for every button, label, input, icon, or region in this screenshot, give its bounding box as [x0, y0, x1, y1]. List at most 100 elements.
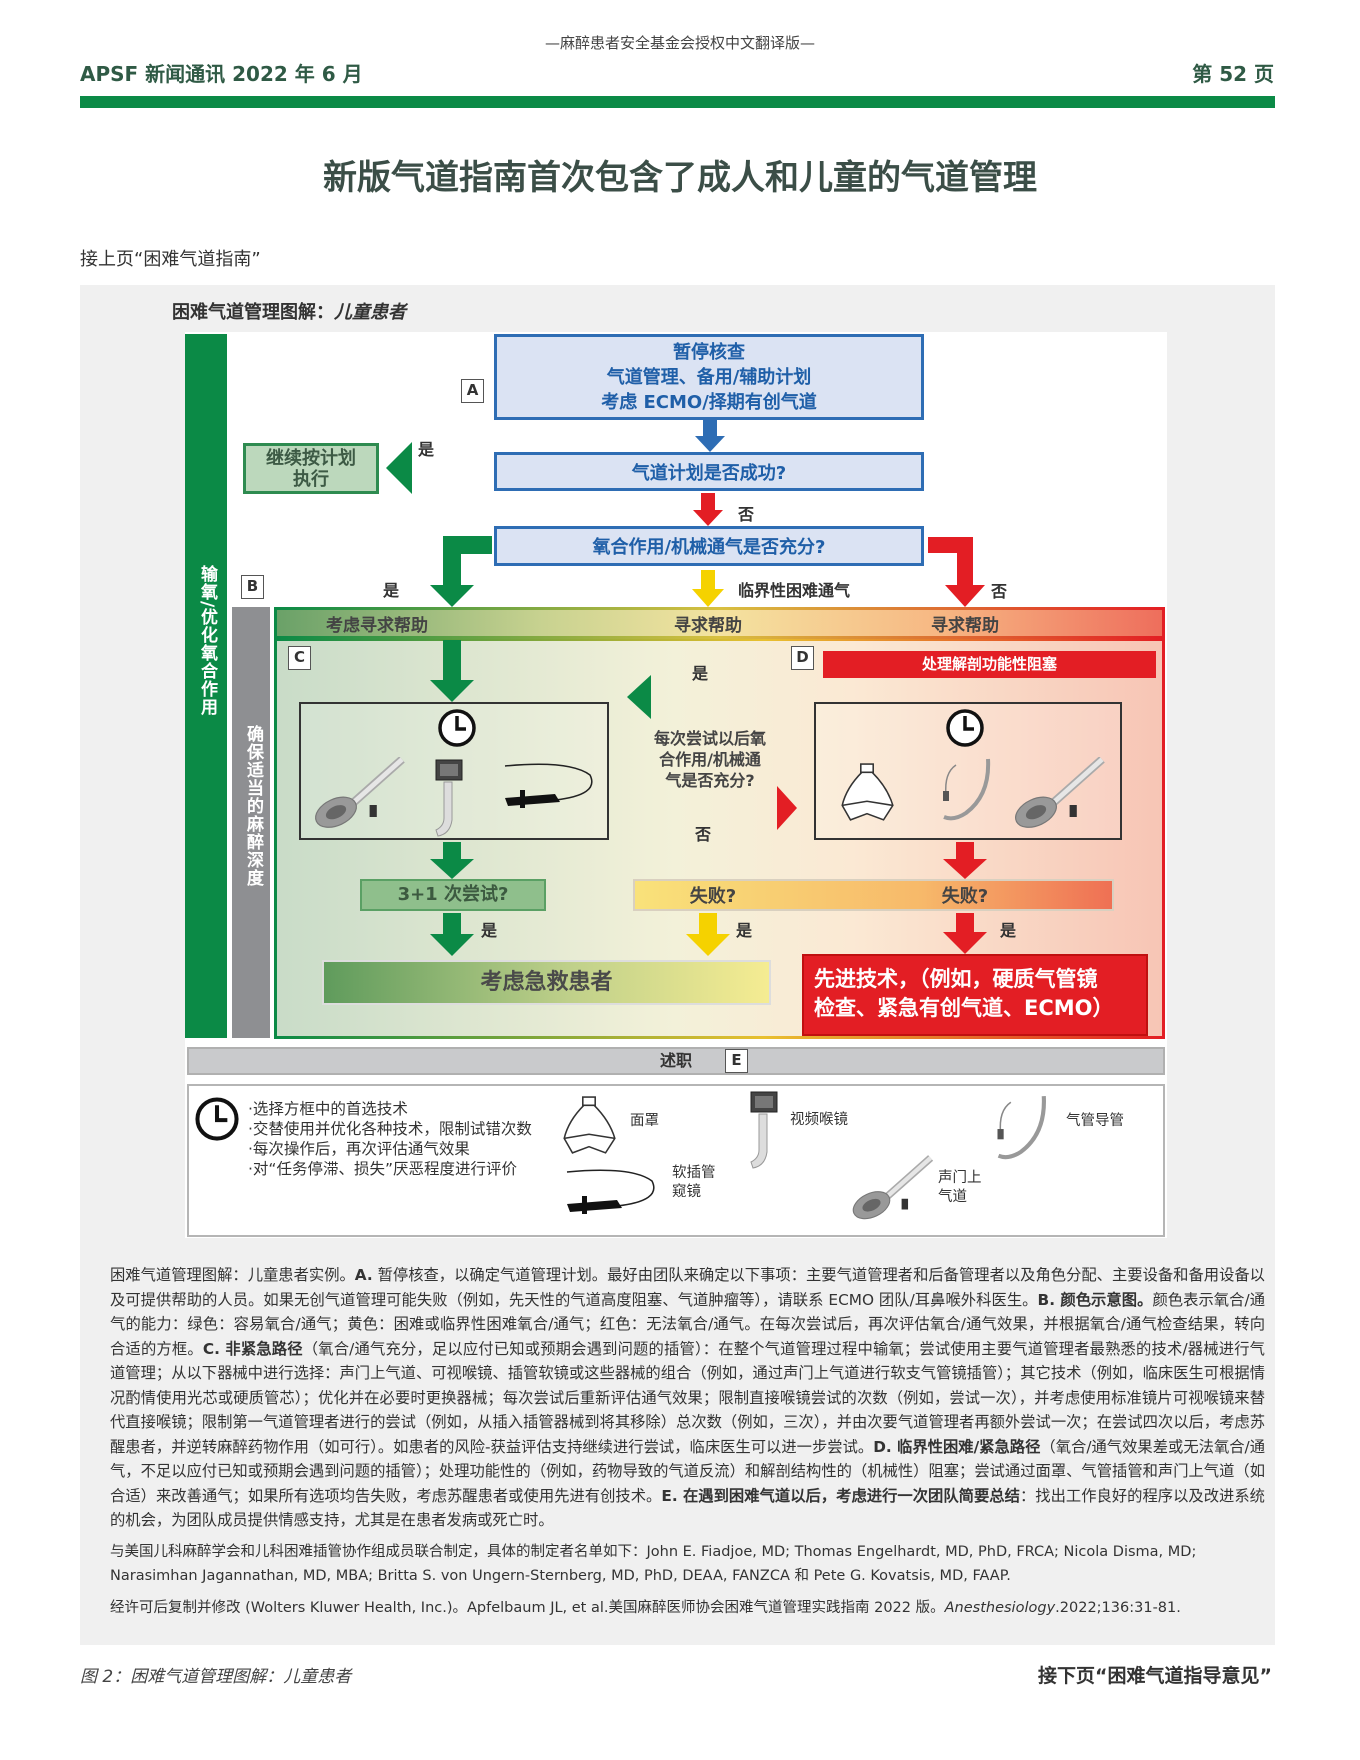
reassess-line: 合作用/机械通 [659, 750, 761, 769]
reprint-notice: 经许可后复制并修改 (Wolters Kluwer Health, Inc.)。… [110, 1596, 1265, 1617]
legend-mask-label: 面罩 [630, 1113, 659, 1129]
label-b: B [241, 575, 264, 599]
oxygenation-sidebar [185, 334, 227, 1038]
arrow-to-devices-green [430, 640, 474, 702]
continue-plan-box: 继续按计划 执行 [243, 443, 379, 494]
anesthesia-depth-label: 确保适当的麻醉深度 [243, 725, 263, 887]
newsletter-issue: APSF 新闻通讯 2022 年 6 月 [80, 62, 363, 86]
reassess-line: 气是否充分? [665, 771, 755, 790]
failed-bar [633, 879, 1114, 911]
advanced-techniques-box: 先进技术，（例如，硬质气管镜 检查、紧急有创气道、ECMO） [802, 954, 1148, 1036]
caption-section-c: C. 非紧急路径 [202, 1339, 303, 1358]
advanced-line: 先进技术，（例如，硬质气管镜 [814, 967, 1098, 991]
legend-bullet: ·交替使用并优化各种技术，限制试错次数 [248, 1120, 532, 1138]
box-a-line: 考虑 ECMO/择期有创气道 [601, 391, 817, 413]
caption-section-d: D. 临界性困难/紧急路径 [873, 1437, 1041, 1456]
consider-help-label: 考虑寻求帮助 [326, 616, 428, 636]
legend-bullets: ·选择方框中的首选技术 ·交替使用并优化各种技术，限制试错次数 ·每次操作后，再… [248, 1099, 538, 1179]
yes-label: 是 [692, 664, 709, 683]
legend-bullet: ·每次操作后，再次评估通气效果 [248, 1140, 470, 1158]
legend-bullet: ·选择方框中的首选技术 [248, 1100, 408, 1118]
oxygenation-question: 氧合作用/机械通气是否充分? [494, 526, 924, 566]
arrow-borderline-yellow [692, 570, 724, 607]
arrow-no-down-red [693, 493, 723, 526]
borderline-label: 临界性困难通气 [738, 581, 851, 600]
legend-fiber-label: 软插管窥镜 [672, 1164, 716, 1202]
figure-heading-text: 困难气道管理图解： [172, 302, 334, 323]
figure-label: 图 2：困难气道管理图解：儿童患者 [80, 1667, 352, 1687]
page-number: 第 52 页 [1192, 62, 1274, 86]
advanced-line: 检查、紧急有创气道、ECMO） [814, 996, 1114, 1020]
caption-segment: ：找出工作良好的程序以及改进系统的机会，为团队成员提供情感支持，尤其是在患者发病… [110, 1486, 1265, 1530]
arrow-yes-red [943, 913, 987, 954]
arrow-c-to-attempts-green [430, 842, 474, 879]
legend-sga-line: 气道 [938, 1189, 967, 1205]
caption-section-e: E. 在遇到困难气道以后，考虑进行一次团队简要总结 [661, 1486, 1020, 1505]
reprint-suffix: .2022;136:31-81. [1055, 1600, 1181, 1616]
pause-check-box: 暂停核查 气道管理、备用/辅助计划 考虑 ECMO/择期有创气道 [494, 334, 924, 420]
figure-heading: 困难气道管理图解：儿童患者 [172, 298, 406, 324]
caption-segment: （氧合/通气效果差或无法氧合/通气，不足以应付已知或预期会遇到问题的插管）；处理… [110, 1437, 1266, 1505]
article-title: 新版气道指南首次包含了成人和儿童的气道管理 [323, 158, 1037, 198]
anesthesia-depth-sidebar [232, 607, 270, 1038]
caption-segment: （氧合/通气充分，足以应付已知或预期会遇到问题的插管）：在整个气道管理过程中输氧… [110, 1339, 1265, 1456]
legend-sga-label: 声门上气道 [938, 1169, 982, 1207]
continued-from: 接上页“困难气道指南” [80, 249, 261, 270]
legend-video-label: 视频喉镜 [790, 1112, 848, 1128]
legend-box [187, 1084, 1165, 1237]
arrow-no-elbow-red [928, 537, 985, 607]
label-d: D [791, 646, 814, 670]
box-a-line: 气道管理、备用/辅助计划 [606, 366, 812, 388]
attempts-question: 3+1 次尝试? [360, 879, 546, 911]
yes-label: 是 [481, 921, 498, 940]
arrow-down-blue [695, 420, 725, 452]
no-label: 否 [738, 505, 755, 524]
legend-sga-line: 声门上 [938, 1170, 982, 1186]
seek-help-label: 寻求帮助 [674, 616, 742, 636]
label-c: C [288, 646, 311, 670]
figure-caption-text: 困难气道管理图解：儿童患者实例。A. 暂停核查，以确定气道管理计划。最好由团队来… [110, 1263, 1265, 1533]
arrow-reassess-no-red [633, 786, 797, 830]
label-e: E [725, 1049, 748, 1073]
no-label: 否 [991, 582, 1008, 601]
legend-fiber-line: 软插管 [672, 1165, 716, 1181]
reassess-question: 每次尝试以后氧 合作用/机械通 气是否充分? [630, 728, 790, 791]
yes-label: 是 [383, 581, 400, 600]
caption-segment: 颜色表示氧合/通气的能力：绿色：容易氧合/通气；黄色：困难或临界性困难氧合/通气… [110, 1290, 1265, 1358]
continued-to: 接下页“困难气道指导意见” [1038, 1665, 1272, 1687]
arrow-yes-left-green [386, 442, 490, 494]
translation-notice: —麻醉患者安全基金会授权中文翻译版— [544, 34, 815, 52]
caption-segment: 困难气道管理图解：儿童患者实例。 [110, 1266, 355, 1284]
label-a: A [461, 379, 484, 403]
legend-ett-label: 气管导管 [1066, 1113, 1124, 1129]
arrow-d-to-failed-red [943, 842, 987, 879]
figure-heading-italic: 儿童患者 [334, 302, 406, 323]
header-divider [80, 96, 1275, 108]
failed-question: 失败? [689, 886, 737, 907]
journal-name: Anesthesiology [944, 1600, 1056, 1616]
plan-success-question: 气道计划是否成功? [494, 452, 924, 491]
help-header-bar [274, 607, 1165, 639]
arrow-yes-elbow-green [430, 536, 492, 607]
legend-bullet: ·对“任务停滞、损失”厌恶程度进行评价 [248, 1160, 517, 1178]
continue-plan-line: 执行 [293, 469, 329, 490]
caption-section-a: A. [354, 1266, 373, 1284]
oxygenation-sidebar-label: 输氧/优化氧合作用 [197, 565, 217, 717]
seek-help-label: 寻求帮助 [931, 616, 999, 636]
failed-question: 失败? [941, 886, 989, 907]
yes-label: 是 [1000, 921, 1017, 940]
no-label: 否 [695, 825, 712, 844]
reassess-line: 每次尝试以后氧 [653, 729, 766, 748]
arrow-yes-green [430, 913, 474, 956]
legend-fiber-line: 窥镜 [672, 1184, 701, 1200]
arrow-yes-yellow [686, 913, 730, 956]
caption-section-b: B. 颜色示意图。 [1037, 1290, 1153, 1309]
reprint-prefix: 经许可后复制并修改 (Wolters Kluwer Health, Inc.)。… [110, 1600, 945, 1616]
wake-patient-box: 考虑急救患者 [322, 960, 771, 1005]
yes-label: 是 [736, 921, 753, 940]
debrief-bar: 述职 [187, 1047, 1165, 1075]
caption-segment: 暂停核查，以确定气道管理计划。最好由团队来确定以下事项：主要气道管理者和后备管理… [110, 1266, 1265, 1309]
arrow-reassess-yes-green [627, 675, 790, 719]
debrief-label: 述职 [659, 1051, 692, 1070]
